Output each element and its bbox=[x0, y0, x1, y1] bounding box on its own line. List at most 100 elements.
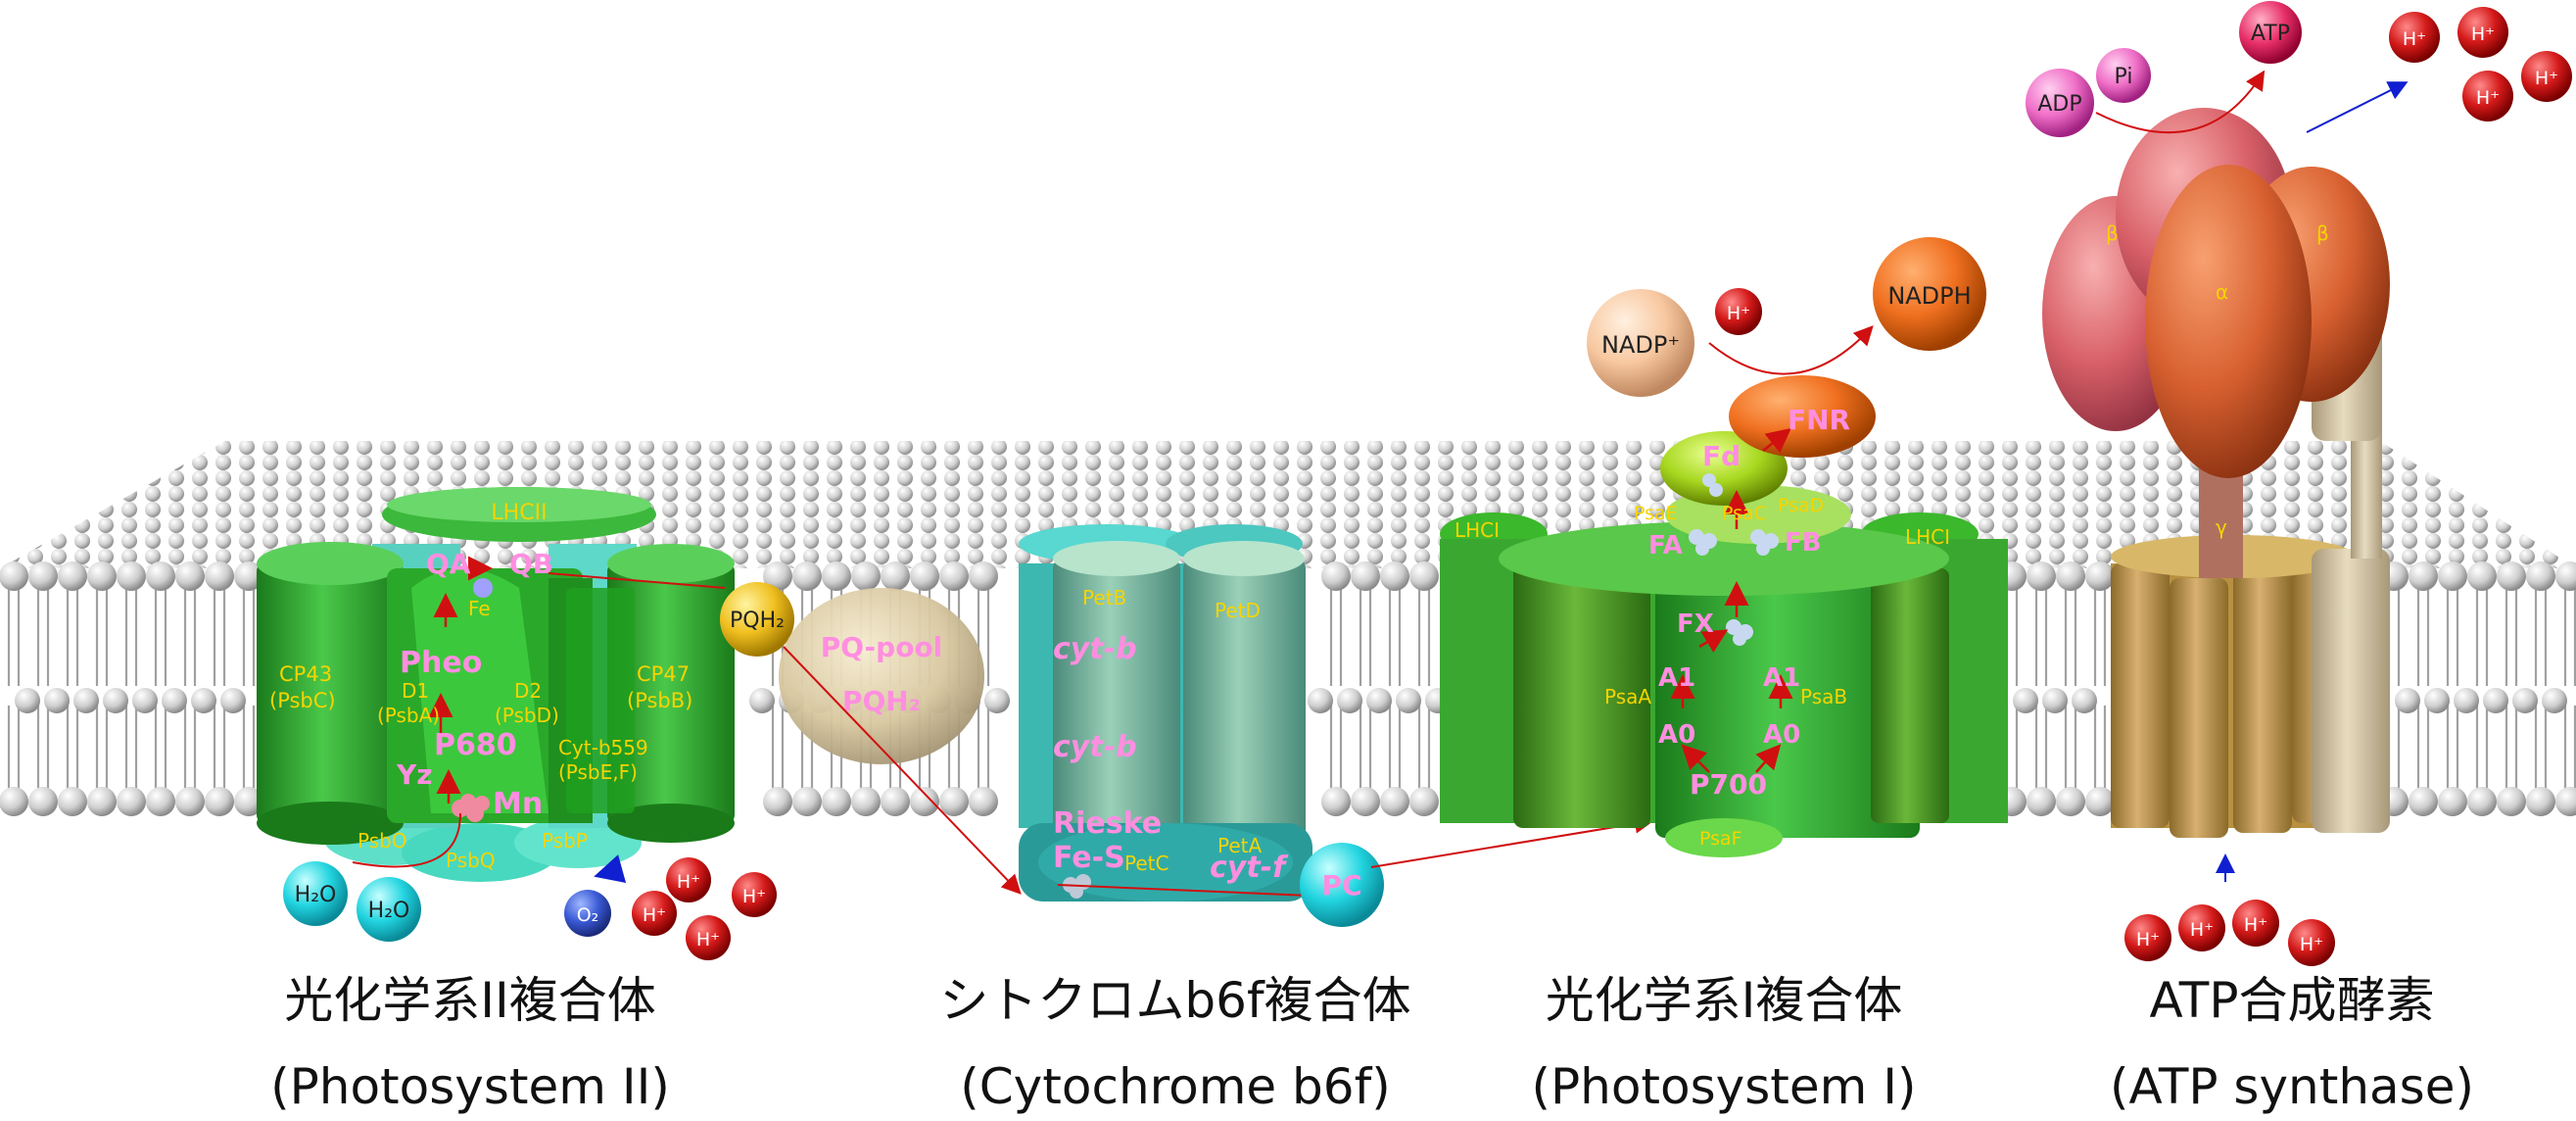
h-ion-label: H⁺ bbox=[2244, 914, 2267, 936]
petb-label: PetB bbox=[1082, 586, 1126, 609]
psab-label: PsaB bbox=[1800, 685, 1847, 708]
peta-label: PetA bbox=[1217, 834, 1262, 857]
cytf-label: cyt-f bbox=[1210, 851, 1289, 885]
photosystem-ii: LHCII QA QB Fe Pheo P680 Yz Mn CP43 (Psb… bbox=[257, 487, 735, 942]
cytochrome-b6f: PetB PetD cyt-b cyt-b Rieske Fe-S PetC P… bbox=[1019, 524, 1654, 927]
atp-synthase: β β α γ ADP Pi ATP bbox=[2026, 1, 2409, 882]
psii-caption: 光化学系II複合体 (Photosystem II) bbox=[176, 970, 764, 1121]
h-ion-label: H⁺ bbox=[2535, 68, 2558, 89]
h-ion-label: H⁺ bbox=[696, 929, 720, 950]
h-ion-label: H⁺ bbox=[643, 904, 666, 926]
h-ion-label: H⁺ bbox=[677, 871, 700, 893]
psaa-label: PsaA bbox=[1604, 685, 1651, 708]
h-ion-label: H⁺ bbox=[2403, 28, 2426, 50]
d1-sub-label: (PsbA) bbox=[377, 704, 440, 727]
atp-caption: ATP合成酵素 (ATP synthase) bbox=[2047, 970, 2537, 1121]
d1-label: D1 bbox=[402, 679, 429, 703]
o2-molecule bbox=[564, 890, 611, 937]
b6f-caption: シトクロムb6f複合体 (Cytochrome b6f) bbox=[872, 970, 1479, 1121]
psi-name-en: (Photosystem I) bbox=[1531, 1058, 1917, 1115]
psbp-label: PsbP bbox=[542, 829, 588, 853]
h-ion-label: H⁺ bbox=[2190, 919, 2214, 941]
psae-label: PsaE bbox=[1634, 503, 1678, 524]
pq-pool-label: PQ-pool bbox=[821, 631, 943, 663]
cp43-label: CP43 bbox=[279, 662, 332, 686]
p700-label: P700 bbox=[1690, 768, 1767, 801]
h-ion-label: H⁺ bbox=[2300, 934, 2323, 955]
h2o-label: H₂O bbox=[295, 883, 337, 907]
pqh2-label: PQH₂ bbox=[730, 609, 785, 633]
cp47-sub-label: (PsbB) bbox=[627, 689, 692, 712]
d2-label: D2 bbox=[514, 679, 542, 703]
psbq-label: PsbQ bbox=[446, 849, 496, 872]
lhci-left-label: LHCI bbox=[1455, 518, 1500, 542]
nadp-label: NADP⁺ bbox=[1601, 331, 1680, 359]
psii-name-en: (Photosystem II) bbox=[270, 1058, 670, 1115]
h2o-molecule-2 bbox=[357, 877, 421, 942]
psaf-label: PsaF bbox=[1699, 828, 1742, 850]
fb-label: FB bbox=[1785, 528, 1822, 558]
h-ion-label: H⁺ bbox=[742, 886, 766, 907]
pi-label: Pi bbox=[2115, 65, 2133, 89]
fa-label: FA bbox=[1648, 531, 1683, 560]
photosystem-i: H⁺ FNR Fd PsaE PsaC PsaD LHCI LHCI FA FB… bbox=[1440, 322, 2008, 857]
h-ion-label: H⁺ bbox=[2476, 87, 2500, 109]
a1-left-label: A1 bbox=[1658, 663, 1695, 693]
h2o-label-2: H₂O bbox=[368, 899, 410, 923]
h-ion-label: H⁺ bbox=[1727, 303, 1750, 324]
lhci-right-label: LHCI bbox=[1905, 525, 1950, 549]
qb-label: QB bbox=[509, 548, 553, 580]
cytb-label-1: cyt-b bbox=[1053, 632, 1137, 666]
h-ion-label: H⁺ bbox=[2136, 929, 2160, 950]
fd-label: Fd bbox=[1702, 440, 1741, 472]
atp-label: ATP bbox=[2251, 22, 2290, 46]
pheo-label: Pheo bbox=[400, 646, 482, 680]
psi-caption: 光化学系I複合体 (Photosystem I) bbox=[1499, 970, 1949, 1121]
a0-left-label: A0 bbox=[1658, 720, 1695, 750]
lumen-proton-cluster: H⁺ H⁺ H⁺ H⁺ bbox=[2124, 900, 2335, 966]
qa-label: QA bbox=[426, 548, 471, 580]
lhcii-label: LHCII bbox=[491, 501, 547, 525]
fes-label: Fe-S bbox=[1053, 841, 1125, 875]
psac-label: PsaC bbox=[1722, 503, 1767, 524]
d2-sub-label: (PsbD) bbox=[495, 704, 559, 727]
b6f-name-ja: シトクロムb6f複合体 bbox=[939, 972, 1411, 1029]
yz-label: Yz bbox=[396, 758, 433, 791]
h2o-molecule bbox=[283, 861, 348, 926]
psii-proton-cluster: H⁺ H⁺ H⁺ H⁺ bbox=[632, 857, 777, 960]
cp43-sub-label: (PsbC) bbox=[269, 689, 336, 712]
plastoquinone-pool: PQH₂ PQ-pool PQH₂ bbox=[548, 572, 1022, 895]
psi-name-ja: 光化学系I複合体 bbox=[1545, 972, 1903, 1029]
psbo-label: PsbO bbox=[358, 829, 407, 853]
mn-label: Mn bbox=[493, 787, 543, 821]
rieske-label: Rieske bbox=[1053, 806, 1162, 841]
a0-right-label: A0 bbox=[1763, 720, 1800, 750]
cytb559-sub-label: (PsbE,F) bbox=[558, 760, 638, 784]
beta-right-label: β bbox=[2316, 221, 2329, 245]
psii-name-ja: 光化学系II複合体 bbox=[284, 972, 656, 1029]
a1-right-label: A1 bbox=[1763, 663, 1800, 693]
fe-label: Fe bbox=[468, 597, 491, 620]
cytb559-label: Cyt-b559 bbox=[558, 736, 648, 759]
nadp-reduction: NADP⁺ H⁺ NADPH bbox=[1587, 237, 1986, 397]
atp-name-en: (ATP synthase) bbox=[2110, 1058, 2474, 1115]
gamma-label: γ bbox=[2216, 515, 2227, 539]
fx-label: FX bbox=[1677, 609, 1714, 639]
p680-label: P680 bbox=[434, 728, 517, 762]
nadph-label: NADPH bbox=[1887, 282, 1971, 310]
beta-left-label: β bbox=[2106, 221, 2119, 245]
petd-label: PetD bbox=[1215, 599, 1261, 622]
cytb-label-2: cyt-b bbox=[1053, 730, 1137, 764]
petc-label: PetC bbox=[1124, 852, 1169, 875]
adp-label: ADP bbox=[2037, 92, 2081, 117]
h-ion-label: H⁺ bbox=[2471, 24, 2495, 45]
fnr-label: FNR bbox=[1788, 404, 1850, 436]
pc-label: PC bbox=[1321, 869, 1361, 902]
atp-name-ja: ATP合成酵素 bbox=[2149, 972, 2435, 1029]
cp47-label: CP47 bbox=[637, 662, 690, 686]
o2-label: O₂ bbox=[577, 904, 599, 926]
alpha-label: α bbox=[2216, 280, 2228, 304]
stroma-proton-cluster: H⁺ H⁺ H⁺ H⁺ bbox=[2389, 7, 2572, 122]
b6f-name-en: (Cytochrome b6f) bbox=[960, 1058, 1391, 1115]
